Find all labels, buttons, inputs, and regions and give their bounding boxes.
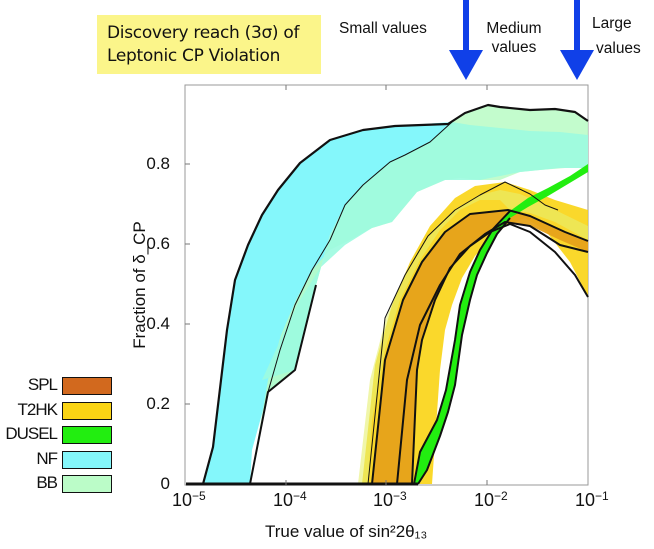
band-outlines (186, 103, 589, 486)
annotation-large-values-1: Large (592, 15, 632, 32)
legend-item-t2hk: T2HK (0, 398, 115, 422)
arrow-down-icon (560, 0, 594, 80)
legend-item-dusel: DUSEL (0, 422, 115, 446)
annotation-medium-values-2: values (491, 39, 537, 56)
y-tick-label: 0.4 (146, 314, 170, 333)
legend-item-spl: SPL (0, 373, 115, 397)
legend-swatch (62, 402, 112, 420)
x-tick-label: 10−3 (373, 489, 407, 510)
x-tick-label: 10−4 (273, 489, 307, 510)
annotation-medium-values-1: Medium (486, 20, 542, 37)
band-spl (372, 210, 588, 484)
x-tick-label: 10−2 (474, 489, 508, 510)
legend-item-nf: NF (0, 447, 115, 471)
chart-title-box: Discovery reach (3σ) of Leptonic CP Viol… (97, 15, 321, 74)
annotation-large-values-2: values (596, 40, 641, 57)
legend-swatch (62, 451, 112, 469)
x-tick-label: 10−1 (575, 489, 609, 510)
y-tick-label: 0.6 (146, 234, 170, 253)
y-tick-label: 0.2 (146, 394, 170, 413)
axis-ticks (185, 85, 488, 485)
plot-bands (203, 105, 588, 484)
arrow-down-icon (449, 0, 483, 80)
x-axis-label: True value of sin²2θ₁₃ (265, 522, 428, 541)
x-tick-label: 10−5 (172, 489, 206, 510)
y-tick-label: 0 (160, 474, 170, 493)
legend-swatch (62, 377, 112, 395)
y-tick-label: 0.8 (146, 154, 170, 173)
annotation-small-values: Small values (339, 20, 427, 37)
legend-swatch (62, 426, 112, 444)
legend-swatch (62, 475, 112, 493)
y-axis-label: Fraction of δ_CP (130, 221, 149, 349)
legend-item-bb: BB (0, 471, 115, 495)
chart-title-line2: Leptonic CP Violation (107, 46, 281, 66)
chart-title-line1: Discovery reach (3σ) of (107, 23, 300, 43)
